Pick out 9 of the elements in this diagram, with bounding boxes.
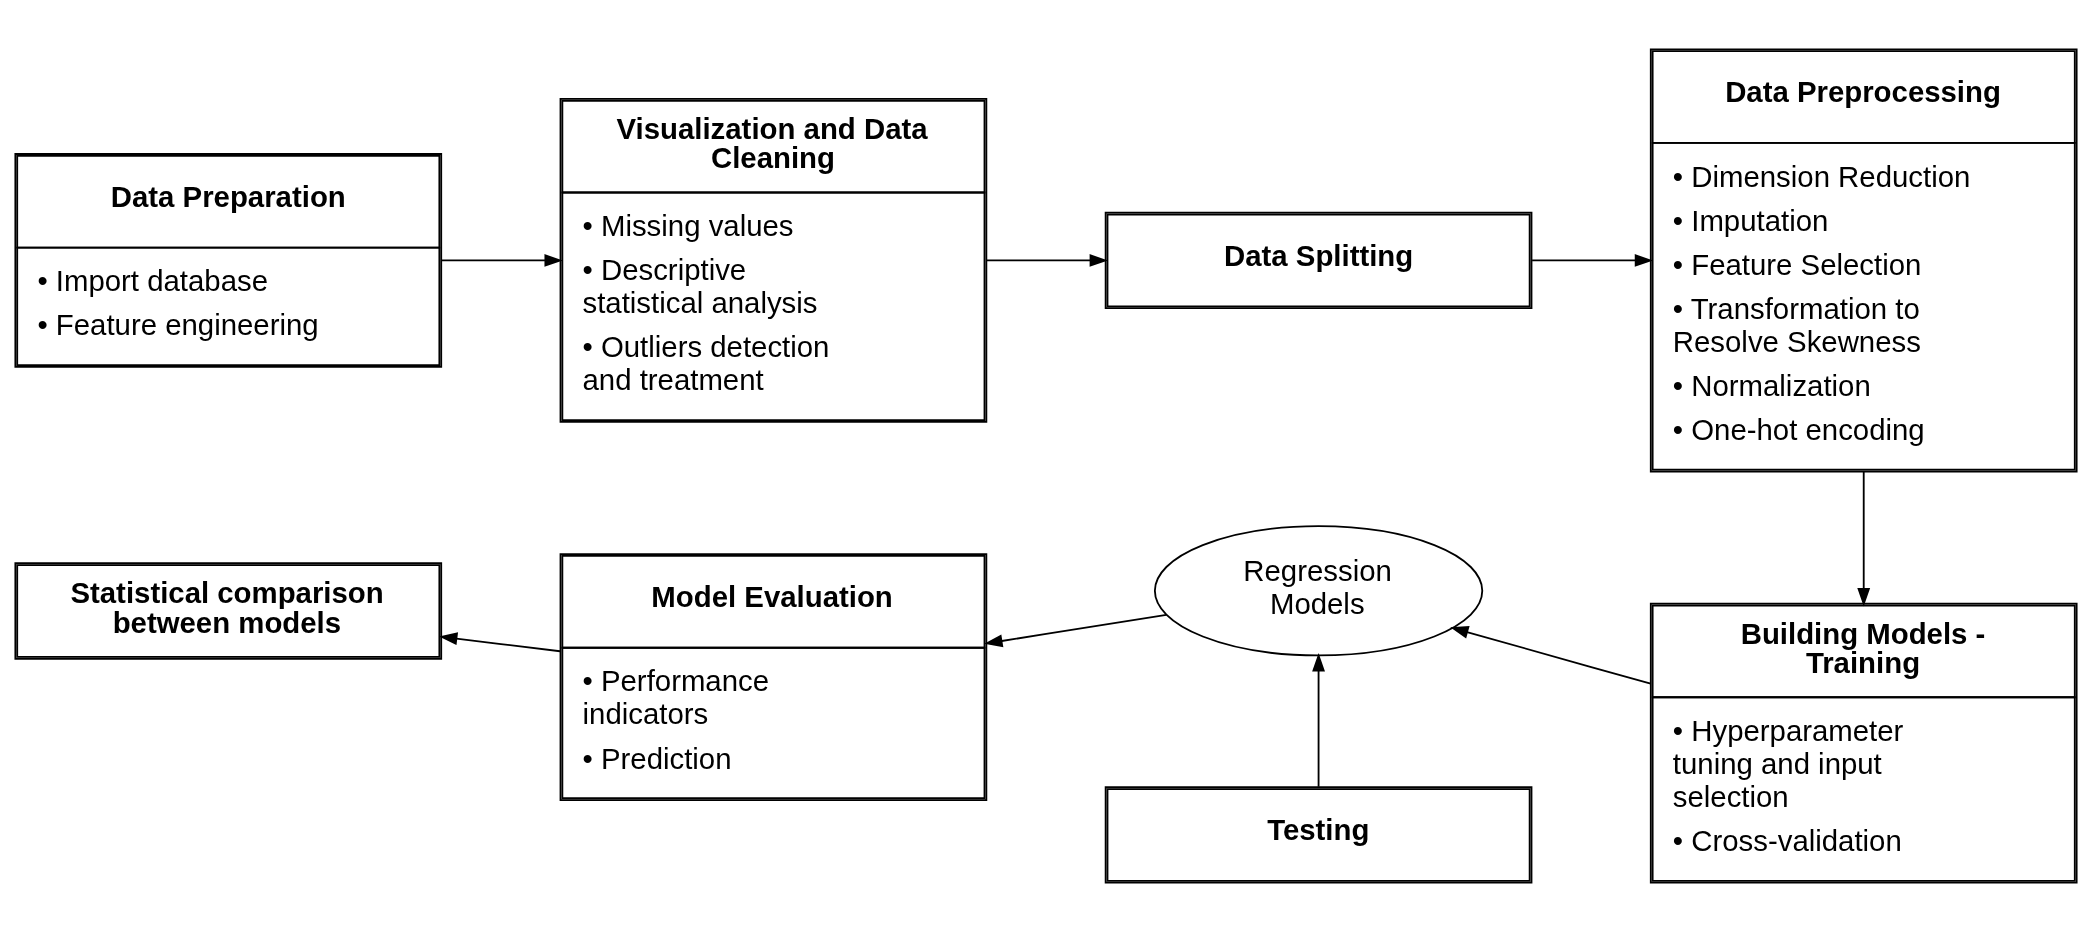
arrow (1312, 652, 1325, 788)
arrow (440, 253, 563, 267)
node-ellipse: Regression Models (1153, 524, 1484, 656)
arrow (439, 631, 561, 652)
arrow (986, 253, 1108, 267)
arrow (1531, 253, 1654, 267)
arrow (984, 613, 1168, 647)
arrow (1450, 625, 1652, 685)
arrow (1857, 470, 1871, 606)
